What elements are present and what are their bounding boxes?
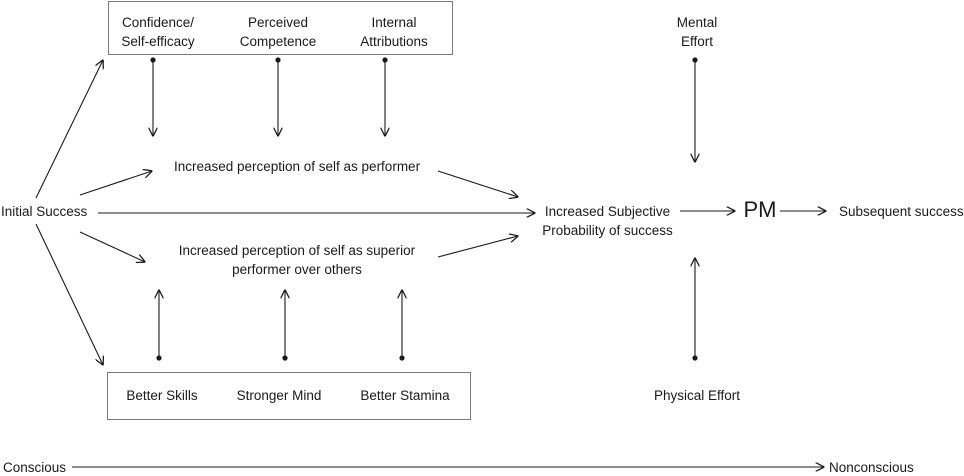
mental-effort-line-2: Effort xyxy=(680,34,714,49)
initial-success-label: Initial Success xyxy=(1,204,88,219)
dot-physical-effort xyxy=(692,355,698,361)
perception-superior-line-1: Increased perception of self as superior xyxy=(178,243,416,258)
perception-superior-label: Increased perception of self as superior… xyxy=(150,241,444,279)
attributions-line-2: Attributions xyxy=(360,34,428,49)
competence-line-1: Perceived xyxy=(247,15,309,30)
mind-label: Stronger Mind xyxy=(236,388,322,403)
nonconscious-label: Nonconscious xyxy=(829,460,914,475)
dot-competence xyxy=(275,57,281,63)
arrow-superior-to-subjective xyxy=(437,236,518,258)
competence-line-2: Competence xyxy=(239,34,317,49)
mental-effort-label: Mental Effort xyxy=(660,13,734,51)
mental-effort-line-1: Mental xyxy=(676,15,718,30)
subsequent-success-label: Subsequent success xyxy=(839,204,964,219)
attributions-label: Internal Attributions xyxy=(342,13,446,51)
competence-label: Perceived Competence xyxy=(226,13,330,51)
dot-mind xyxy=(282,355,288,361)
perception-performer-label: Increased perception of self as performe… xyxy=(173,159,421,174)
attributions-line-1: Internal xyxy=(371,15,417,30)
arrow-initial-to-perception-performer xyxy=(79,171,152,196)
confidence-line-2: Self-efficacy xyxy=(121,34,195,49)
arrow-performer-to-subjective xyxy=(437,170,518,197)
confidence-line-1: Confidence/ xyxy=(121,15,195,30)
arrow-initial-to-perception-superior xyxy=(79,231,145,262)
conscious-label: Conscious xyxy=(3,460,67,475)
top-factors-box xyxy=(108,1,453,55)
confidence-label: Confidence/ Self-efficacy xyxy=(106,13,210,51)
subjective-probability-line-2: Probability of success xyxy=(542,223,673,238)
dot-attributions xyxy=(382,57,388,63)
pm-label: PM xyxy=(743,197,777,222)
dot-confidence xyxy=(150,57,156,63)
subjective-probability-label: Increased Subjective Probability of succ… xyxy=(530,202,685,240)
subjective-probability-line-1: Increased Subjective xyxy=(544,204,671,219)
physical-effort-label: Physical Effort xyxy=(653,388,741,403)
dot-stamina xyxy=(399,355,405,361)
stamina-label: Better Stamina xyxy=(360,388,450,403)
bottom-factors-box xyxy=(107,372,471,420)
dot-mental-effort xyxy=(692,57,698,63)
arrow-initial-to-top-box xyxy=(35,60,103,199)
perception-superior-line-2: performer over others xyxy=(232,262,362,277)
dot-skills xyxy=(156,355,162,361)
arrow-initial-to-bottom-box xyxy=(35,223,103,365)
skills-label: Better Skills xyxy=(126,388,198,403)
